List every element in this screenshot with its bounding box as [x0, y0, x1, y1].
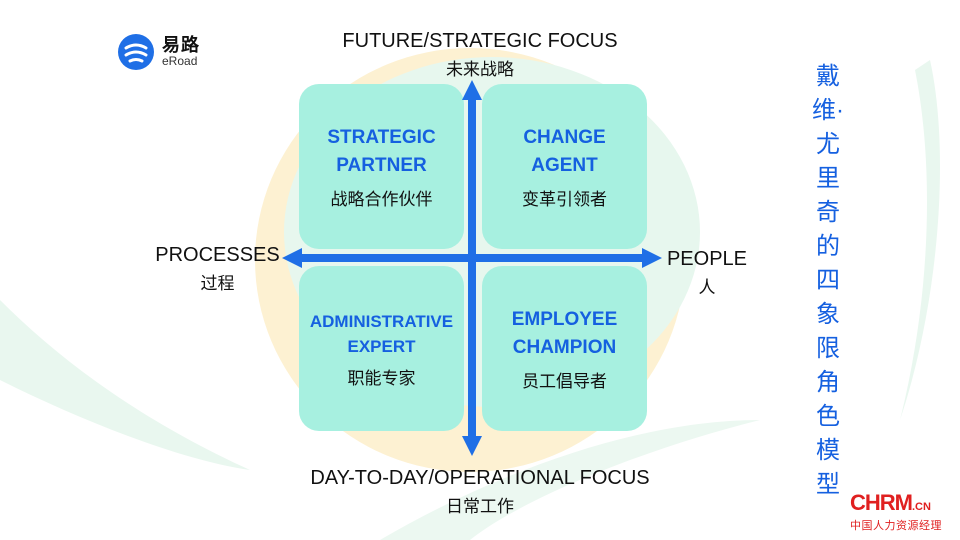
axis-label-right-en: PEOPLE	[666, 248, 748, 270]
eroad-logo: 易路 eRoad	[118, 34, 200, 70]
arrow-right-icon	[642, 248, 662, 268]
side-title: 戴维·尤里奇的四象限角色模型	[812, 63, 844, 498]
quadrant-strategic-partner: STRATEGIC PARTNER 战略合作伙伴	[299, 84, 464, 249]
arrow-up-icon	[462, 80, 482, 100]
logo-name-cn: 易路	[162, 34, 200, 55]
axis-label-left-cn: 过程	[200, 274, 235, 293]
quadrant-title: ADMINISTRATIVE EXPERT	[309, 311, 454, 357]
axis-label-top-en: FUTURE/STRATEGIC FOCUS	[342, 30, 618, 52]
quadrant-administrative-expert: ADMINISTRATIVE EXPERT 职能专家	[299, 266, 464, 431]
axis-label-top: FUTURE/STRATEGIC FOCUS 未来战略	[320, 30, 640, 80]
quadrant-subtitle-cn: 员工倡导者	[522, 371, 607, 391]
logo-name-en: eRoad	[162, 54, 198, 69]
eroad-logo-icon	[118, 34, 154, 70]
arrow-down-icon	[462, 436, 482, 456]
quadrant-subtitle-cn: 职能专家	[347, 368, 416, 388]
axis-label-bottom-en: DAY-TO-DAY/OPERATIONAL FOCUS	[310, 467, 650, 489]
horizontal-axis-line	[298, 254, 646, 262]
quadrant-subtitle-cn: 变革引领者	[522, 189, 607, 209]
chrm-watermark-logo: CHRM.CN 中国人力资源经理	[850, 490, 942, 533]
arrow-left-icon	[282, 248, 302, 268]
quadrant-employee-champion: EMPLOYEE CHAMPION 员工倡导者	[482, 266, 647, 431]
quadrant-subtitle-cn: 战略合作伙伴	[330, 189, 433, 209]
chrm-logo-suffix: .CN	[912, 501, 931, 513]
quadrant-title: EMPLOYEE CHAMPION	[511, 308, 618, 359]
quadrant-change-agent: CHANGE AGENT 变革引领者	[482, 84, 647, 249]
axis-label-left: PROCESSES 过程	[150, 244, 285, 294]
quadrant-title: STRATEGIC PARTNER	[327, 126, 436, 177]
axis-label-left-en: PROCESSES	[155, 244, 280, 266]
quadrant-title: CHANGE AGENT	[523, 126, 606, 177]
axis-label-top-cn: 未来战略	[446, 60, 514, 79]
axis-label-right-cn: 人	[698, 278, 716, 297]
axis-label-bottom: DAY-TO-DAY/OPERATIONAL FOCUS 日常工作	[280, 467, 680, 517]
axis-label-right: PEOPLE 人	[662, 248, 752, 298]
chrm-logo-main: CHRM	[850, 490, 913, 515]
axis-label-bottom-cn: 日常工作	[446, 497, 514, 516]
vertical-axis-line	[468, 96, 476, 440]
chrm-logo-subtitle: 中国人力资源经理	[850, 520, 942, 532]
